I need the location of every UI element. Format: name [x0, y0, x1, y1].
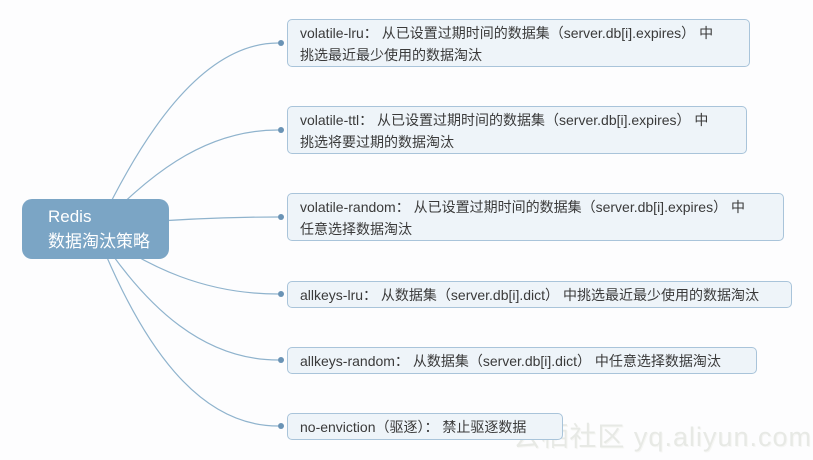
root-title-line1: Redis: [48, 207, 92, 226]
node-text-line: volatile-random： 从已设置过期时间的数据集（server.db[…: [300, 199, 745, 215]
connector-dot-volatile-ttl: [278, 127, 284, 133]
connector-dot-allkeys-lru: [278, 291, 284, 297]
connector-line-allkeys-random: [97, 233, 279, 361]
node-text-line: no-enviction（驱逐）： 禁止驱逐数据: [300, 418, 527, 435]
node-text-line: 挑选最近最少使用的数据淘汰: [300, 47, 482, 63]
root-title-line2: 数据淘汰策略: [48, 232, 150, 251]
connector-dot-volatile-random: [278, 214, 284, 220]
node-volatile-ttl: volatile-ttl： 从已设置过期时间的数据集（server.db[i].…: [287, 106, 747, 154]
node-allkeys-lru: allkeys-lru： 从数据集（server.db[i].dict） 中挑选…: [287, 281, 792, 308]
node-volatile-lru: volatile-lru： 从已设置过期时间的数据集（server.db[i].…: [287, 19, 750, 67]
node-text-line: 挑选将要过期的数据淘汰: [300, 134, 454, 150]
connector-line-volatile-lru: [97, 42, 279, 229]
watermark: 云栖社区 yq.aliyun.com: [513, 422, 812, 452]
node-volatile-random: volatile-random： 从已设置过期时间的数据集（server.db[…: [287, 193, 784, 241]
root-node: Redis 数据淘汰策略: [22, 199, 169, 259]
node-text-line: allkeys-lru： 从数据集（server.db[i].dict） 中挑选…: [300, 286, 759, 303]
node-no-enviction: no-enviction（驱逐）： 禁止驱逐数据: [287, 413, 563, 440]
node-text-line: 任意选择数据淘汰: [300, 221, 412, 237]
node-allkeys-random: allkeys-random： 从数据集（server.db[i].dict） …: [287, 347, 757, 374]
connector-dot-allkeys-random: [278, 357, 284, 363]
connector-dot-no-enviction: [278, 423, 284, 429]
connector-line-no-enviction: [97, 235, 279, 427]
node-text-line: volatile-ttl： 从已设置过期时间的数据集（server.db[i].…: [300, 112, 709, 128]
node-text-line: volatile-lru： 从已设置过期时间的数据集（server.db[i].…: [300, 25, 714, 41]
connector-dot-volatile-lru: [278, 40, 284, 46]
node-text-line: allkeys-random： 从数据集（server.db[i].dict） …: [300, 352, 721, 369]
